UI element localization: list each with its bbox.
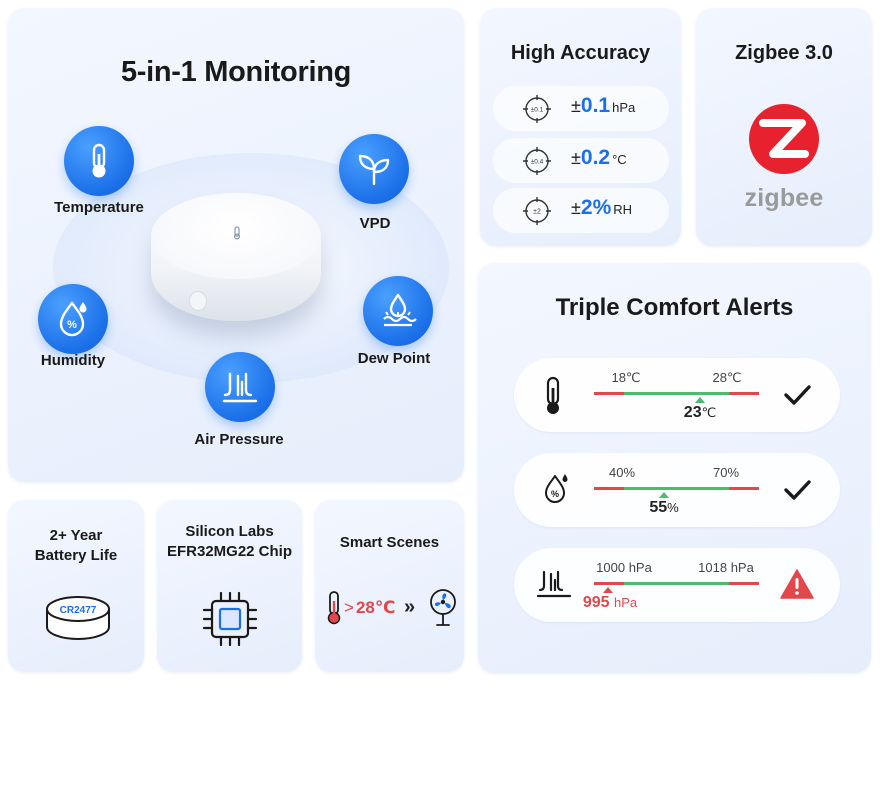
alert-high-limit: 1018 hPa bbox=[698, 560, 754, 575]
humidity-drop-icon: % bbox=[38, 284, 108, 354]
accuracy-title: High Accuracy bbox=[510, 42, 651, 64]
alert-current-marker bbox=[603, 587, 613, 593]
svg-text:%: % bbox=[67, 319, 77, 331]
accuracy-row-temperature: ±0.4 ±0.2°C bbox=[493, 138, 669, 183]
warning-icon bbox=[780, 569, 814, 599]
zigbee-title: Zigbee 3.0 bbox=[735, 42, 833, 64]
chip-title: Silicon Labs EFR32MG22 Chip bbox=[166, 523, 293, 560]
accuracy-row-humidity: ±2 ±2%RH bbox=[493, 188, 669, 233]
chip-card: Silicon Labs EFR32MG22 Chip bbox=[157, 500, 302, 672]
monitoring-card: 5-in-1 Monitoring Temperature VPD bbox=[8, 8, 464, 482]
alert-row-temperature: 18℃ 28℃ 23℃ bbox=[514, 358, 840, 432]
alert-current-marker bbox=[695, 397, 705, 403]
zigbee-card: Zigbee 3.0 zigbee bbox=[696, 8, 872, 246]
alert-range-track bbox=[594, 582, 759, 585]
sensor-pairing-button bbox=[189, 291, 207, 311]
sensor-logo-icon bbox=[233, 226, 241, 240]
check-icon bbox=[784, 480, 811, 500]
svg-text:±0.1: ±0.1 bbox=[531, 107, 544, 114]
plant-sprout-icon bbox=[339, 134, 409, 204]
thermometer-icon bbox=[64, 126, 134, 196]
battery-title: 2+ Year Battery Life bbox=[34, 527, 118, 564]
accuracy-value-temperature: ±0.2°C bbox=[571, 146, 627, 169]
alert-low-limit: 18℃ bbox=[611, 370, 641, 385]
scene-arrow: » bbox=[404, 596, 415, 618]
alert-current-value: 995 hPa bbox=[582, 594, 638, 611]
feature-label-temperature: Temperature bbox=[54, 199, 144, 216]
humidity-drop-icon: % bbox=[545, 474, 568, 503]
zigbee-logo-icon bbox=[749, 104, 819, 174]
air-pressure-icon bbox=[536, 570, 572, 598]
scene-condition: >28℃ bbox=[344, 598, 396, 617]
alert-range-track bbox=[594, 487, 759, 490]
scenes-card: Smart Scenes >28℃ » bbox=[315, 500, 464, 672]
feature-label-dew-point: Dew Point bbox=[357, 350, 431, 367]
air-pressure-icon bbox=[205, 352, 275, 422]
svg-text:±2: ±2 bbox=[533, 209, 541, 216]
dew-point-icon bbox=[363, 276, 433, 346]
svg-text:%: % bbox=[551, 489, 559, 499]
alert-current-value: 55% bbox=[649, 499, 679, 516]
alert-row-pressure: 1000 hPa 1018 hPa 995 hPa bbox=[514, 548, 840, 622]
feature-label-vpd: VPD bbox=[359, 215, 391, 232]
battery-card: 2+ Year Battery Life CR2477 bbox=[8, 500, 144, 672]
zigbee-wordmark: zigbee bbox=[744, 184, 824, 212]
alerts-card: Triple Comfort Alerts 18℃ 28℃ 23℃ % 40% … bbox=[478, 263, 871, 673]
chip-icon bbox=[202, 591, 258, 647]
alert-low-limit: 40% bbox=[608, 465, 636, 480]
alert-current-marker bbox=[659, 492, 669, 498]
svg-text:±0.4: ±0.4 bbox=[531, 159, 544, 166]
feature-label-humidity: Humidity bbox=[40, 352, 106, 369]
precision-target-icon: ±0.4 bbox=[523, 147, 551, 175]
scenes-title: Smart Scenes bbox=[339, 534, 440, 551]
thermometer-icon bbox=[327, 591, 341, 625]
alerts-title: Triple Comfort Alerts bbox=[555, 294, 794, 321]
alert-low-limit: 1000 hPa bbox=[596, 560, 652, 575]
monitoring-title: 5-in-1 Monitoring bbox=[120, 56, 352, 88]
alert-high-limit: 70% bbox=[712, 465, 740, 480]
precision-target-icon: ±2 bbox=[523, 197, 551, 225]
alert-high-limit: 28℃ bbox=[712, 370, 742, 385]
alert-range-track bbox=[594, 392, 759, 395]
precision-target-icon: ±0.1 bbox=[523, 95, 551, 123]
alert-current-value: 23℃ bbox=[683, 404, 717, 421]
alert-row-humidity: % 40% 70% 55% bbox=[514, 453, 840, 527]
fan-icon bbox=[430, 589, 456, 626]
check-icon bbox=[784, 385, 811, 405]
coin-battery-icon: CR2477 bbox=[46, 596, 110, 640]
thermometer-icon bbox=[546, 376, 560, 414]
accuracy-value-humidity: ±2%RH bbox=[571, 196, 633, 219]
svg-text:CR2477: CR2477 bbox=[60, 605, 97, 616]
feature-label-air-pressure: Air Pressure bbox=[194, 431, 284, 448]
